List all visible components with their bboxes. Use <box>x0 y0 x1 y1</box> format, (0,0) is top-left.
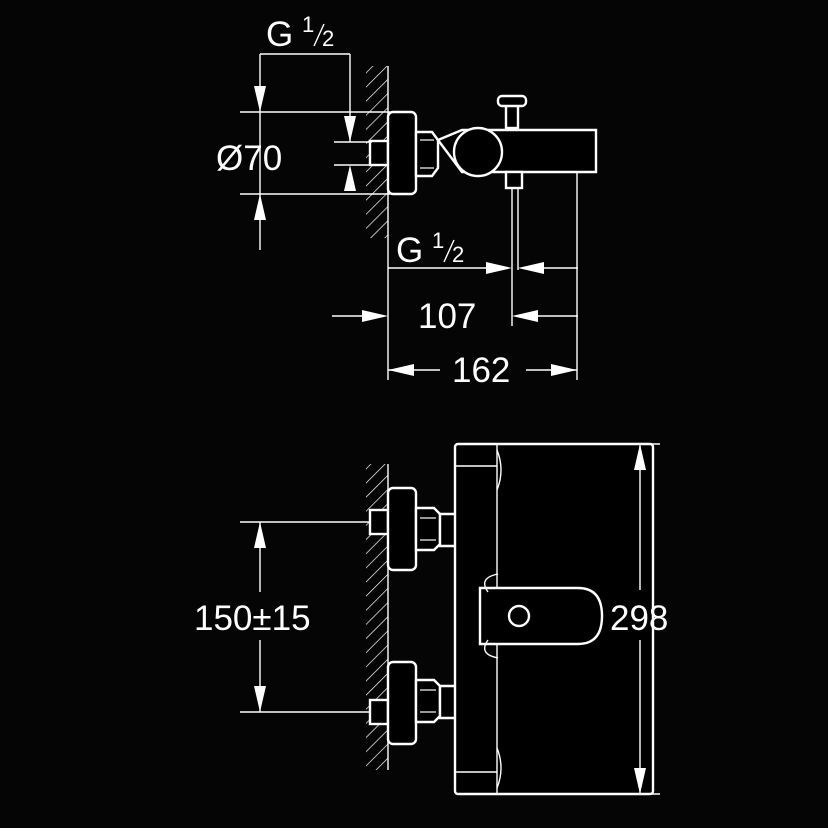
diameter-label: Ø70 <box>216 139 282 178</box>
dim-center-label: 150±15 <box>194 599 311 638</box>
mixer-body-front <box>453 442 655 796</box>
thread-letter-top: G <box>266 15 293 54</box>
dim-107-label: 107 <box>418 297 476 336</box>
dim-thread-top: G 1 2 Ø70 <box>216 12 390 250</box>
thread-num-spout: 1 <box>432 228 444 253</box>
thread-num-top: 1 <box>302 12 314 37</box>
front-view: 150±15 298 <box>194 442 668 796</box>
dim-spout: G 1 2 107 162 <box>332 228 578 390</box>
thread-letter-spout: G <box>396 231 423 270</box>
dim-center-distance: 150±15 <box>194 521 370 713</box>
thread-den-spout: 2 <box>452 242 464 267</box>
thread-den-top: 2 <box>322 26 334 51</box>
s-union-top <box>368 110 440 196</box>
dim-162-label: 162 <box>452 351 510 390</box>
wall-hatch-front <box>366 464 388 770</box>
dim-height: 298 <box>610 443 668 795</box>
top-view: G 1 2 Ø70 G 1 2 107 162 <box>216 12 598 390</box>
mixer-body-top <box>436 94 598 380</box>
dim-height-label: 298 <box>610 599 668 638</box>
